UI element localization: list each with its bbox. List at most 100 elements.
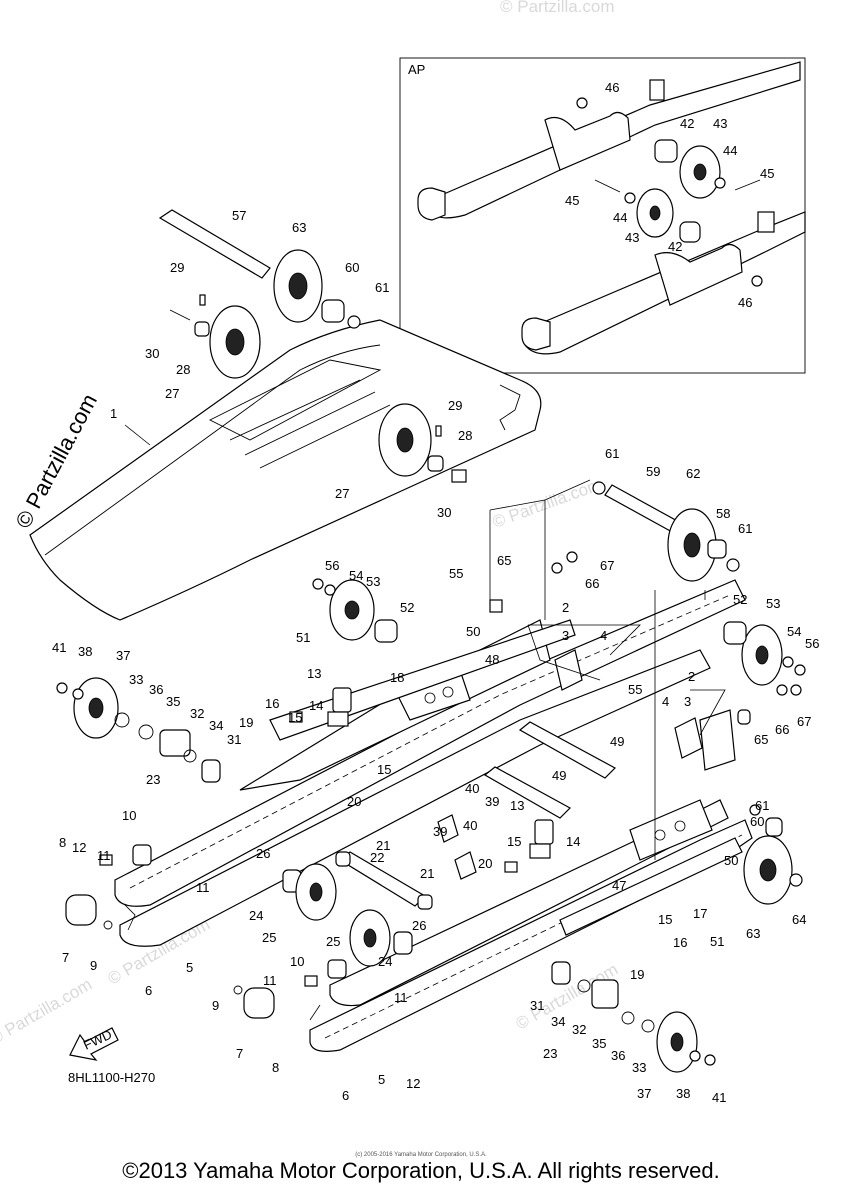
bracket-14-right [529, 843, 551, 859]
bracket-48-hole [424, 692, 436, 704]
collar-21-left [335, 851, 351, 867]
inset-wheel-43-top-hub [693, 163, 707, 181]
callout-26: 26 [412, 918, 426, 933]
wheel-63-top-hub [288, 272, 308, 300]
collar-60-right [765, 817, 783, 837]
callout-43: 43 [713, 116, 727, 131]
washer-66-right [776, 684, 788, 696]
callout-21: 21 [376, 838, 390, 853]
nut-64 [789, 873, 803, 887]
leader-top-right [544, 479, 591, 501]
wheel-37-left-hub [88, 697, 104, 719]
callout-13: 13 [307, 666, 321, 681]
right-slide-rail [309, 819, 753, 1052]
nut-56-right [794, 664, 806, 676]
callout-49: 49 [552, 768, 566, 783]
callout-6: 6 [342, 1088, 349, 1103]
inset-bolt-45-bottom [594, 179, 621, 193]
callout-47: 47 [612, 878, 626, 893]
collar-31-right [551, 961, 571, 985]
circlip-61-left [592, 481, 606, 495]
callout-61: 61 [738, 521, 752, 536]
callout-23: 23 [543, 1046, 557, 1061]
callout-17: 17 [693, 906, 707, 921]
callout-58: 58 [716, 506, 730, 521]
callout-11: 11 [97, 848, 111, 863]
callout-32: 32 [190, 706, 204, 721]
nut-67-left [566, 551, 578, 563]
bracket-48-hole [442, 686, 454, 698]
circlip-61-mid [749, 804, 761, 816]
callout-46: 46 [738, 295, 752, 310]
callout-56: 56 [325, 558, 339, 573]
callout-10: 10 [290, 954, 304, 969]
nut-65-left [489, 599, 503, 613]
wheel-63-bottom-hub [759, 858, 777, 882]
callout-24: 24 [249, 908, 263, 923]
wheel-37-right-hub [670, 1032, 684, 1052]
left-slide-rail [114, 579, 746, 907]
callout-5: 5 [186, 960, 193, 975]
callout-60: 60 [345, 260, 359, 275]
bracket-3-right [674, 717, 703, 759]
wheel-53-left-hub [344, 600, 360, 620]
arm-32-left [159, 729, 191, 757]
callout-2: 2 [688, 669, 695, 684]
left-rail-runner [119, 649, 711, 947]
leader-left-front [124, 904, 136, 931]
clip-11-right [304, 975, 318, 987]
callout-15: 15 [507, 834, 521, 849]
idler-wheels [312, 578, 806, 686]
callout-3: 3 [684, 694, 691, 709]
callout-57: 57 [232, 208, 246, 223]
callout-20: 20 [347, 794, 361, 809]
inset-upper-wheel [417, 187, 446, 221]
callout-38: 38 [676, 1086, 690, 1101]
callout-14: 14 [566, 834, 580, 849]
callout-61: 61 [755, 798, 769, 813]
callout-48: 48 [485, 652, 499, 667]
callout-43: 43 [625, 230, 639, 245]
callout-51: 51 [296, 630, 310, 645]
callout-12: 12 [406, 1076, 420, 1091]
callout-53: 53 [366, 574, 380, 589]
rear-axle-group [158, 209, 467, 483]
callout-35: 35 [166, 694, 180, 709]
callout-59: 59 [646, 464, 660, 479]
callout-63: 63 [292, 220, 306, 235]
callout-61: 61 [605, 446, 619, 461]
right-rail-upper [329, 799, 729, 1007]
callout-35: 35 [592, 1036, 606, 1051]
watermark-top: © Partzilla.com [500, 0, 615, 16]
callout-38: 38 [78, 644, 92, 659]
callout-33: 33 [632, 1060, 646, 1075]
bracket-47 [629, 799, 713, 861]
callout-37: 37 [637, 1086, 651, 1101]
callout-10: 10 [122, 808, 136, 823]
collar-60-top [321, 299, 345, 323]
arm-17-right [559, 837, 743, 936]
callout-45: 45 [760, 166, 774, 181]
leader-lines [124, 424, 726, 1021]
callout-66: 66 [775, 722, 789, 737]
collar-28-mid [427, 455, 444, 472]
callout-7: 7 [236, 1046, 243, 1061]
cross-shafts [335, 721, 616, 910]
callout-15: 15 [658, 912, 672, 927]
wheel-62-hub [683, 532, 701, 558]
copyright-notice: ©2013 Yamaha Motor Corporation, U.S.A. A… [122, 1158, 720, 1183]
track-edge-line [44, 344, 381, 556]
callout-25: 25 [262, 930, 276, 945]
callout-16: 16 [673, 935, 687, 950]
plate-40-lower [454, 851, 477, 880]
callout-65: 65 [497, 553, 511, 568]
callout-26: 26 [256, 846, 270, 861]
front-left-lower [65, 844, 413, 1019]
callout-67: 67 [797, 714, 811, 729]
callout-8: 8 [272, 1060, 279, 1075]
collar-21-right [417, 894, 433, 910]
callout-52: 52 [733, 592, 747, 607]
bracket-47-hole [654, 829, 666, 841]
callout-64: 64 [792, 912, 806, 927]
callout-55: 55 [449, 566, 463, 581]
